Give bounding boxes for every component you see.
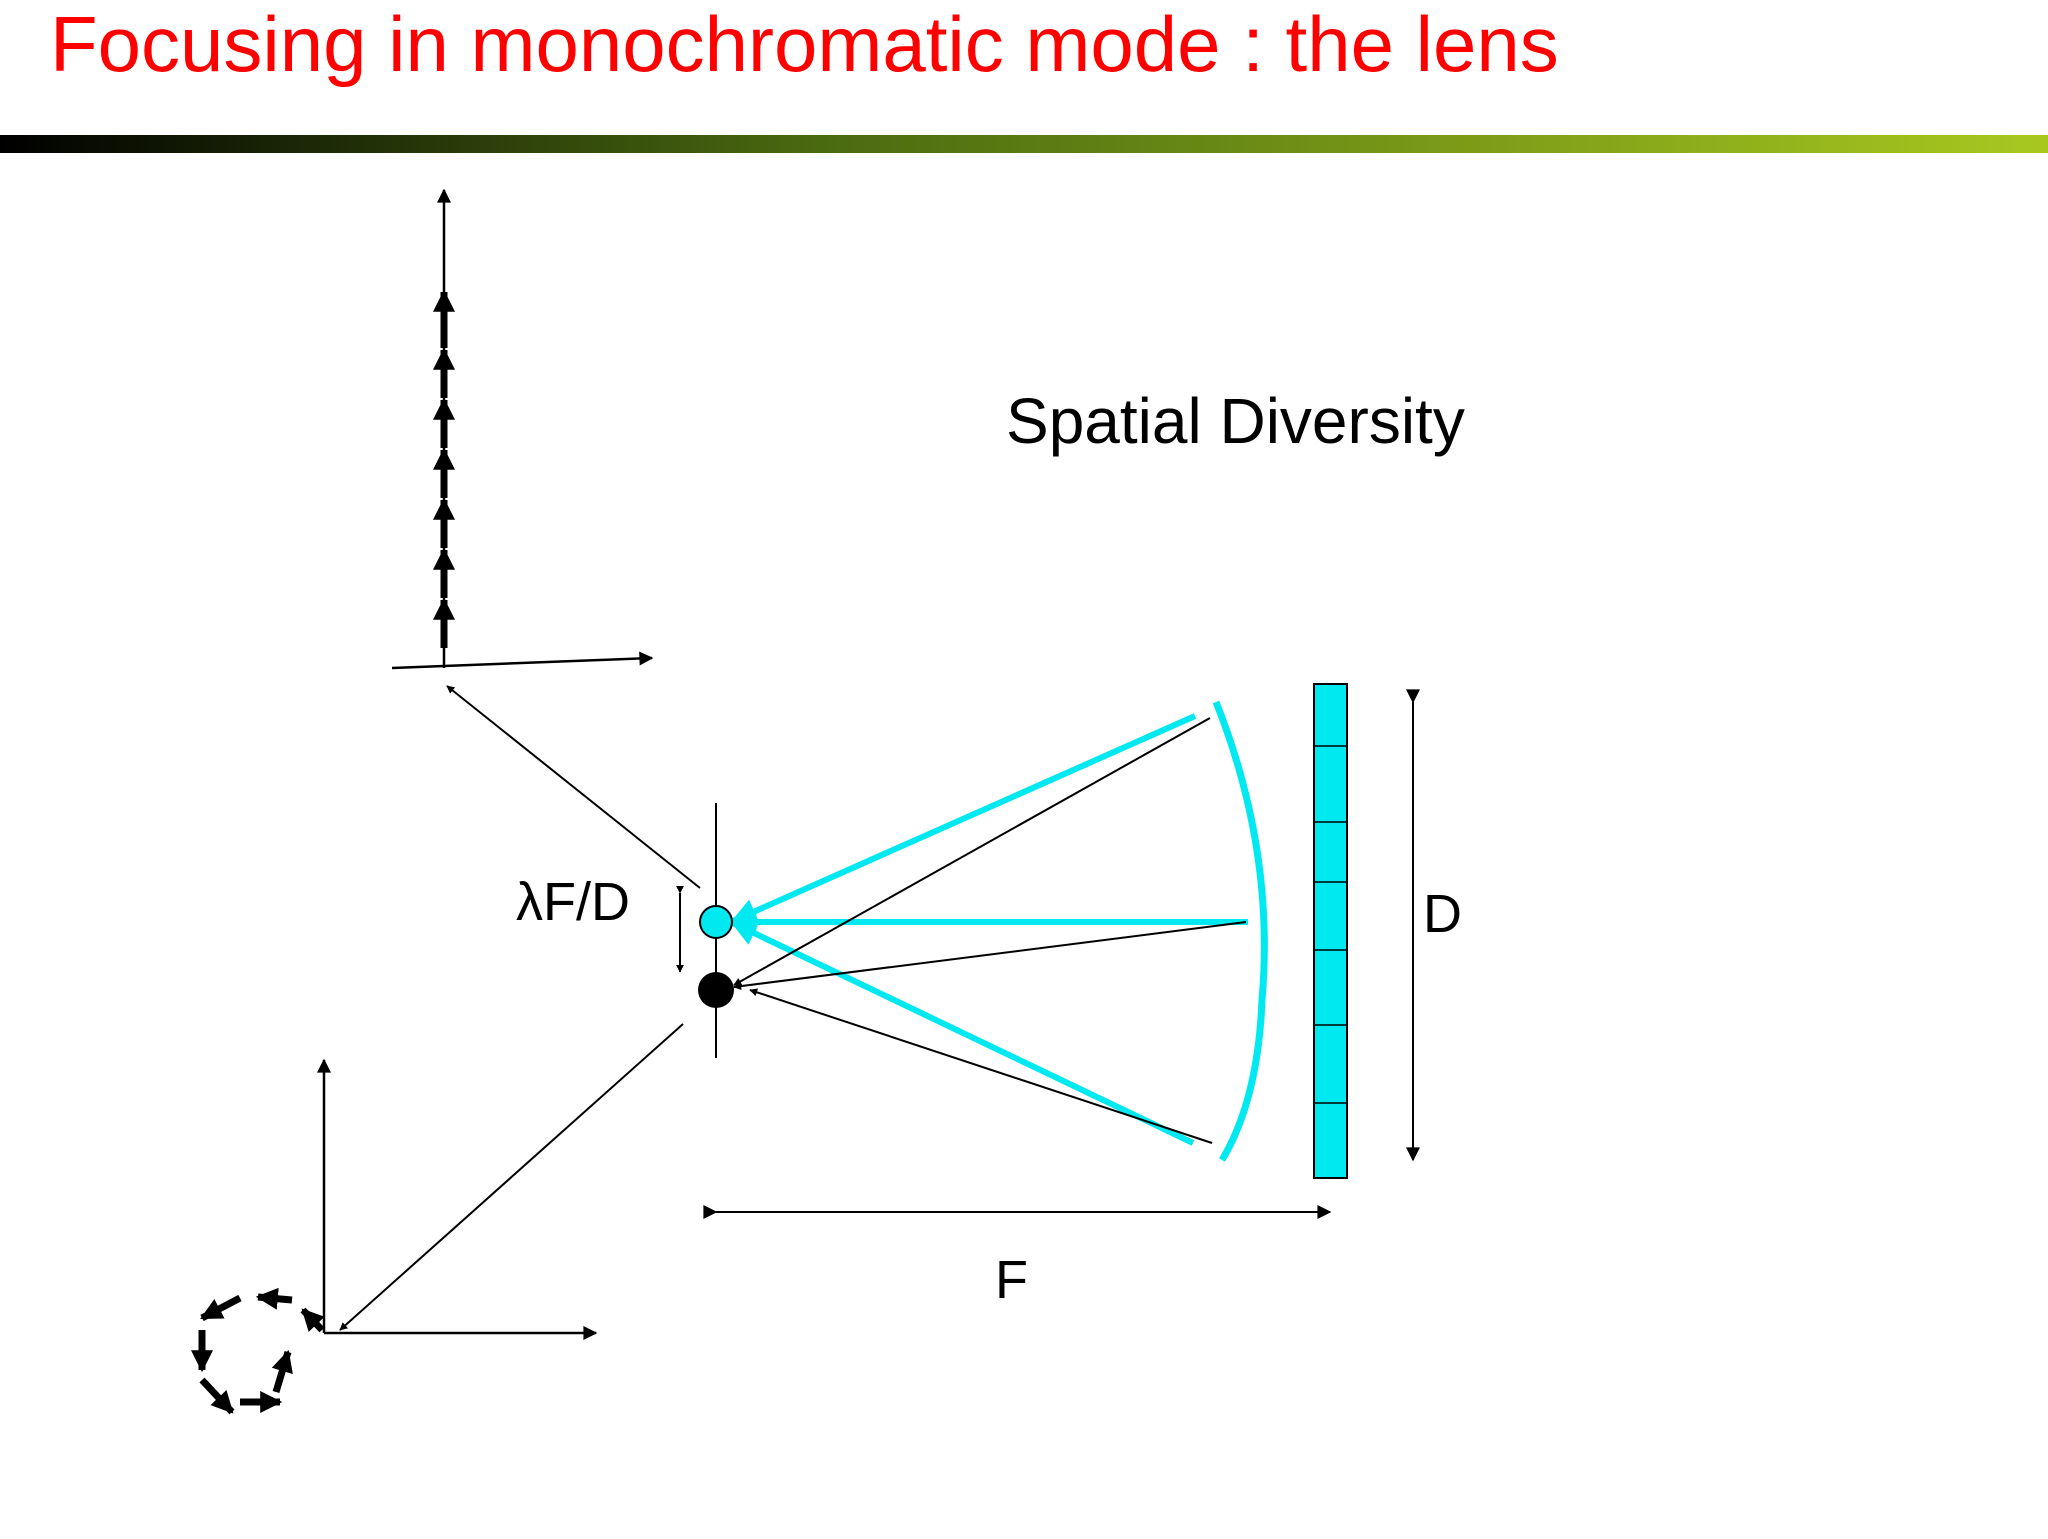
spatial-diversity-label: Spatial Diversity: [1006, 385, 1465, 457]
circular-phase-arrows: [191, 1287, 325, 1415]
pointer-to-upper-axes: [446, 685, 701, 889]
segmented-aperture: [1313, 683, 1348, 1179]
lambda-f-d-label: λF/D: [516, 872, 630, 932]
upper-x-axis: [391, 651, 654, 670]
cyan-beams: [730, 713, 1248, 1146]
black-focal-spot: [698, 972, 734, 1008]
title-divider-bar: [0, 135, 2048, 153]
aperture-label: D: [1423, 884, 1462, 944]
black-rays: [733, 717, 1247, 1144]
lower-phase-axes: [191, 1058, 598, 1415]
upper-phase-axes: [391, 188, 654, 670]
focal-length-label: F: [995, 1250, 1028, 1310]
cyan-focal-spot: [699, 905, 733, 939]
pointer-to-lower-axes: [339, 1023, 684, 1331]
page-title: Focusing in monochromatic mode : the len…: [50, 0, 1559, 88]
curved-wavefront: [1212, 700, 1268, 1162]
